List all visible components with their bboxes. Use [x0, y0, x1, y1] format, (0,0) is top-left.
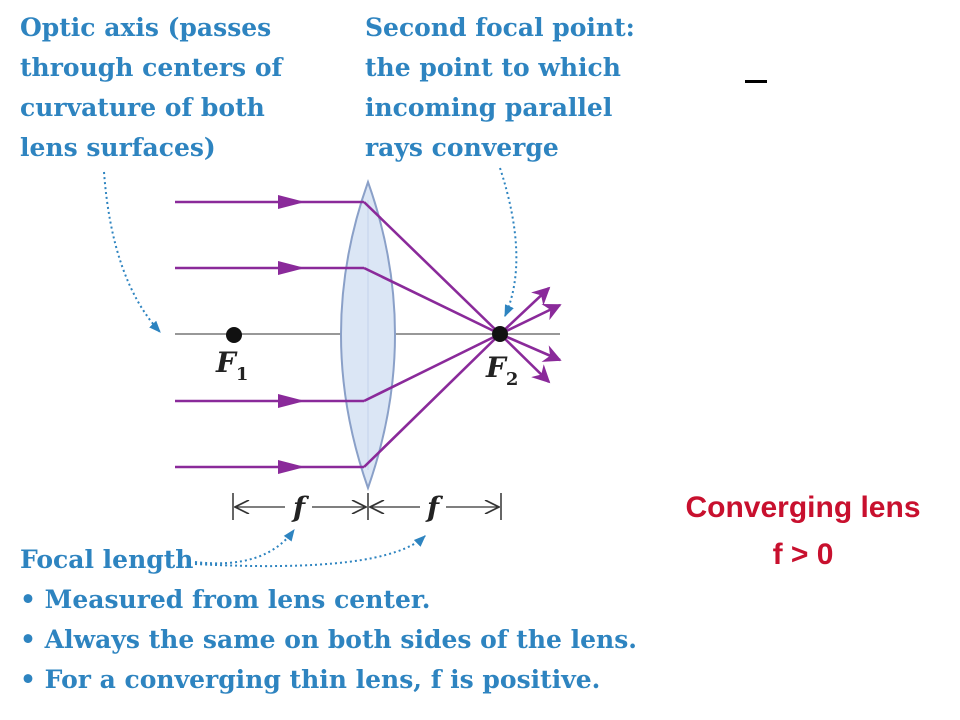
f2-letter: F [485, 351, 508, 384]
lens-type-label: Converging lens [685, 491, 921, 524]
f1-letter: F [215, 346, 238, 379]
ray-arrowhead-3 [278, 394, 305, 408]
focal-point-f2-dot [492, 326, 508, 342]
ray-arrowhead-2 [278, 261, 305, 275]
exit-ray-2 [499, 303, 562, 336]
refracted-ray-1 [363, 201, 501, 335]
optic-axis-line-3: curvature of both [20, 93, 265, 122]
optic-axis-label: Optic axis (passes through centers of cu… [20, 8, 282, 168]
focal-point-line-4: rays converge [365, 133, 559, 162]
dash-mark [745, 80, 767, 83]
focal-point-line-3: incoming parallel [365, 93, 613, 122]
focal-point-leader [499, 167, 518, 318]
focal-length-leader-2 [194, 535, 426, 568]
optic-axis-line-2: through centers of [20, 53, 283, 82]
refracted-ray-3 [363, 332, 501, 403]
second-focal-point-label: Second focal point: the point to which i… [365, 8, 635, 168]
refracted-ray-4 [363, 333, 501, 468]
optic-axis-line-4: lens surfaces) [20, 133, 216, 162]
optic-axis-leader [103, 171, 161, 333]
optic-axis-line-1: Optic axis (passes [20, 13, 272, 42]
f2-label: F2 [485, 351, 518, 390]
focal-point-f1-dot [226, 327, 242, 343]
f1-label: F1 [215, 346, 248, 385]
f1-subscript: 1 [236, 364, 249, 385]
ray-arrowhead-4 [278, 460, 305, 474]
ray-arrowhead-1 [278, 195, 305, 209]
f-dim-right: f [425, 491, 444, 524]
focal-length-label: Focal length • Measured from lens center… [20, 540, 637, 700]
exit-ray-3 [499, 332, 562, 362]
focal-length-bullet-1: • Measured from lens center. [20, 585, 431, 614]
focal-point-line-1: Second focal point: [365, 13, 635, 42]
focal-length-leader-1 [194, 529, 295, 565]
f2-subscript: 2 [506, 369, 519, 390]
f-dim-left: f [291, 491, 310, 524]
focal-length-title: Focal length [20, 545, 194, 574]
exit-ray-4 [499, 333, 551, 384]
focal-length-bullet-3: • For a converging thin lens, f is posit… [20, 665, 601, 694]
focal-sign-label: f > 0 [772, 538, 834, 571]
refracted-ray-2 [363, 266, 501, 336]
exit-ray-1 [499, 286, 551, 335]
focal-point-line-2: the point to which [365, 53, 621, 82]
focal-length-bullet-2: • Always the same on both sides of the l… [20, 625, 637, 654]
